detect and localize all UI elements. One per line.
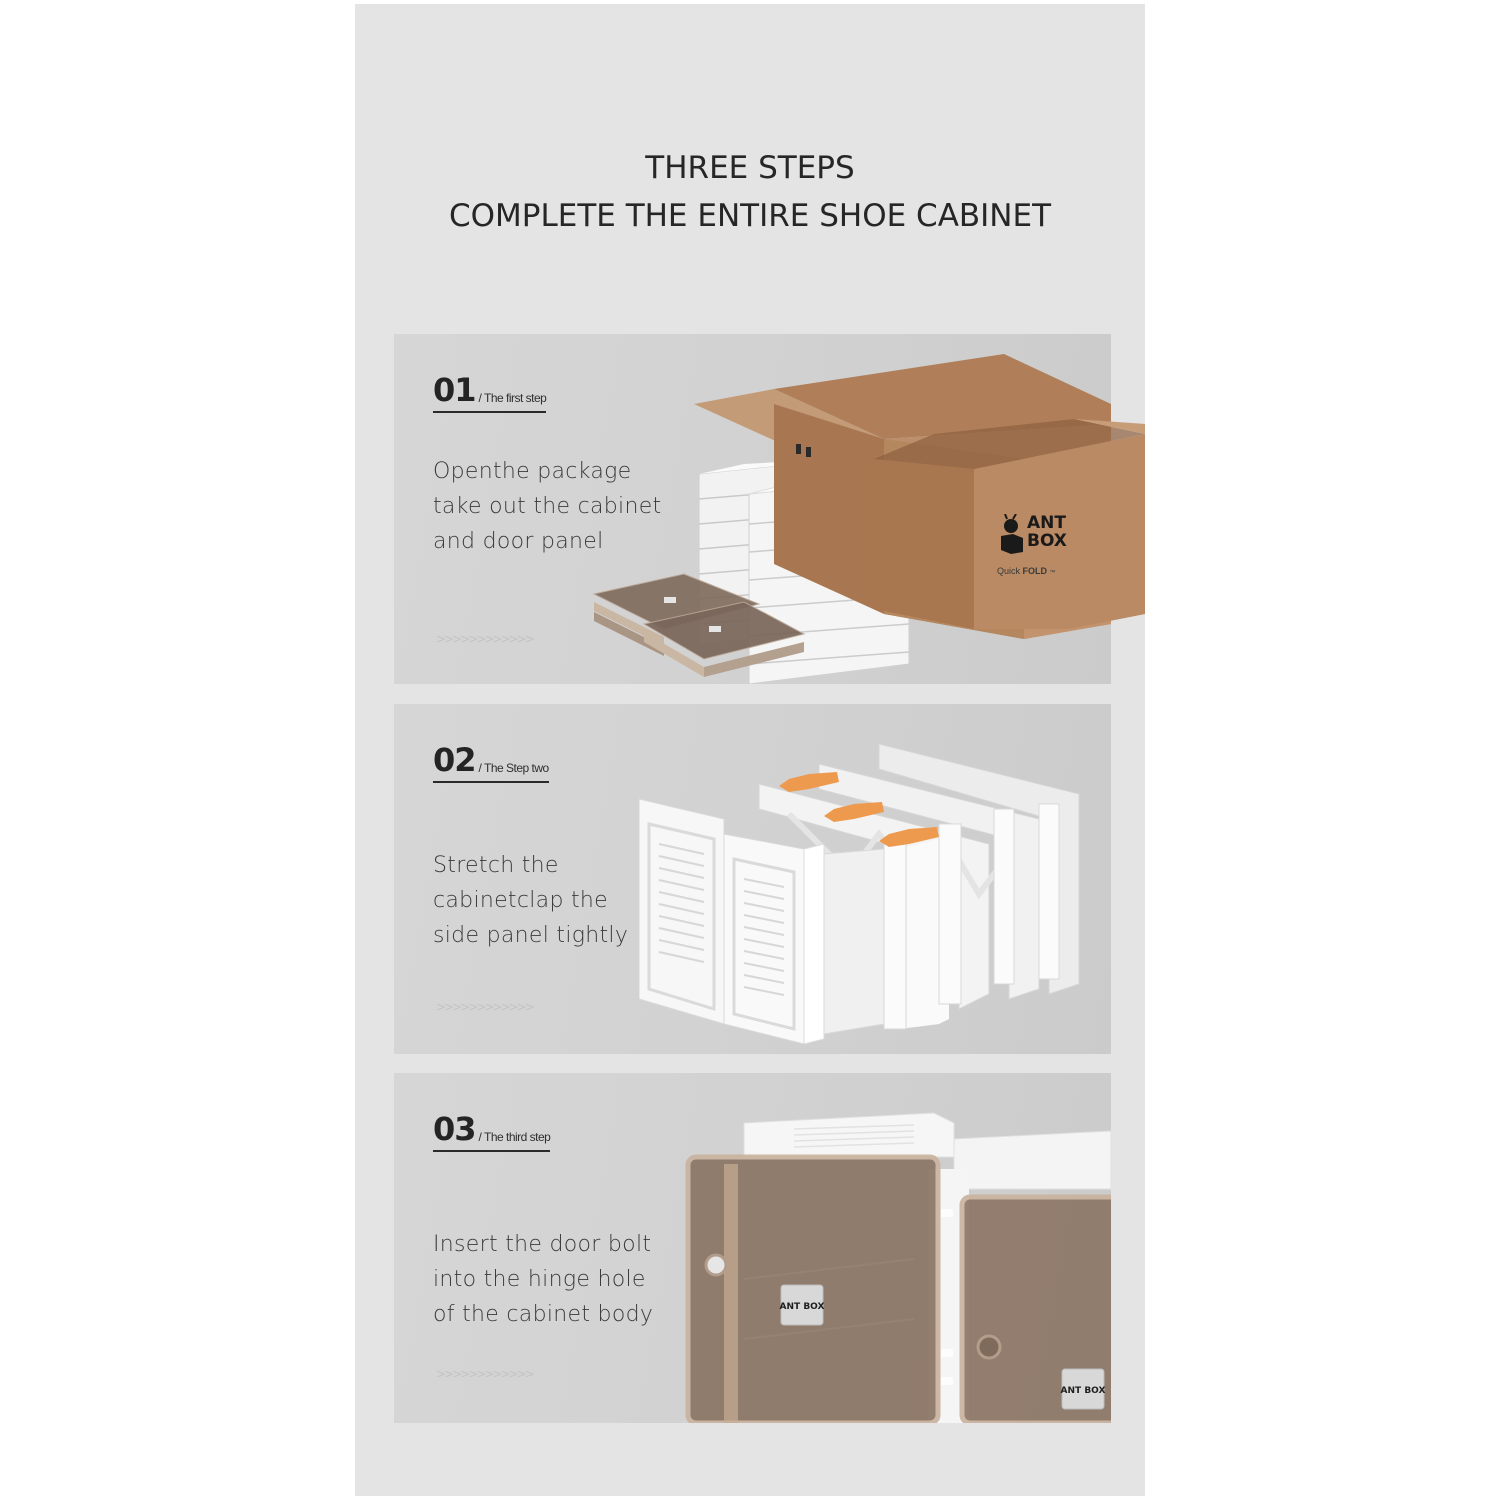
step-2-heading: 02 / The Step two	[433, 744, 549, 783]
svg-text:ANT BOX: ANT BOX	[1061, 1386, 1106, 1396]
unfolding-cabinet-icon	[639, 743, 1080, 1044]
step-subtitle: / The Step two	[478, 761, 550, 775]
chevrons-decoration: >>>>>>>>>>>>	[436, 1367, 535, 1381]
step-2-panel: 02 / The Step two Stretch the cabinetcla…	[394, 704, 1111, 1054]
ant-logo-icon	[1001, 514, 1023, 554]
door-badge-text: ANT BOX	[780, 1302, 825, 1312]
box-front-face: ANT BOX Quick FOLD ™	[874, 414, 1145, 629]
arrow-icon	[824, 802, 884, 822]
chevrons-decoration: >>>>>>>>>>>>	[436, 1000, 535, 1014]
step-1-description: Openthe package take out the cabinet and…	[433, 459, 662, 554]
title-line-1: THREE STEPS	[645, 150, 855, 186]
page: THREE STEPS COMPLETE THE ENTIRE SHOE CAB…	[355, 4, 1145, 1496]
step-3-heading: 03 / The third step	[433, 1110, 551, 1152]
arrow-icon	[879, 827, 939, 847]
step-number: 02	[433, 741, 477, 779]
step-1-panel: ANT BOX Quick FOLD ™ 01 / The first step…	[394, 334, 1145, 684]
step-2-description: Stretch the cabinetclap the side panel t…	[433, 853, 629, 948]
title-line-2: COMPLETE THE ENTIRE SHOE CABINET	[448, 198, 1052, 234]
step-number: 03	[433, 1110, 477, 1148]
box-brand-line-2: BOX	[1027, 531, 1067, 551]
step-3-panel: ANT BOX ANT BOX 03 / The third step Inse…	[394, 1073, 1111, 1423]
step-subtitle: / The first step	[478, 391, 547, 405]
box-tagline: Quick FOLD ™	[997, 566, 1056, 576]
step-3-description: Insert the door bolt into the hinge hole…	[433, 1232, 654, 1327]
step-1-heading: 01 / The first step	[433, 371, 547, 413]
page-title: THREE STEPS COMPLETE THE ENTIRE SHOE CAB…	[355, 144, 1145, 240]
step-number: 01	[433, 371, 477, 409]
arrow-icon	[779, 772, 839, 792]
cabinet-with-doors-icon: ANT BOX ANT BOX	[685, 1112, 1111, 1423]
step-subtitle: / The third step	[478, 1130, 551, 1144]
box-brand-line-1: ANT	[1027, 513, 1066, 533]
chevrons-decoration: >>>>>>>>>>>>	[436, 632, 535, 646]
